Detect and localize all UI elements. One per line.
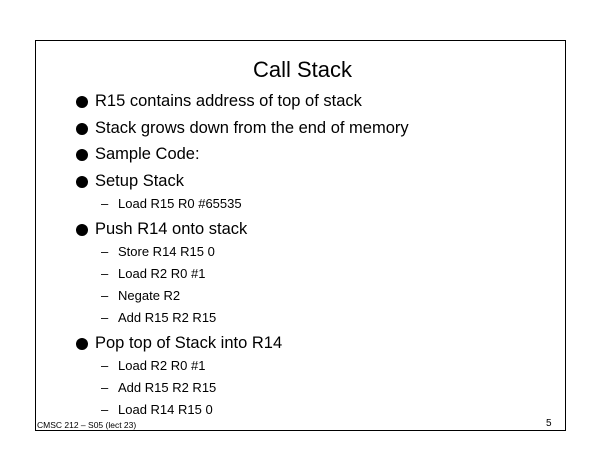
dash-icon: – xyxy=(101,196,109,211)
bullet-text: Stack grows down from the end of memory xyxy=(95,119,409,137)
bullet-text: Push R14 onto stack xyxy=(95,220,248,238)
dash-icon: – xyxy=(101,380,109,395)
bullet-text: Setup Stack xyxy=(95,172,184,190)
bullet-dot-icon xyxy=(76,96,88,108)
dash-icon: – xyxy=(101,244,109,259)
code-line: Add R15 R2 R15 xyxy=(118,310,217,325)
bullet-text: Sample Code: xyxy=(95,145,200,163)
code-line: Load R2 R0 #1 xyxy=(118,266,206,281)
slide-frame xyxy=(35,40,566,431)
code-line: Add R15 R2 R15 xyxy=(118,380,217,395)
bullet-text: Pop top of Stack into R14 xyxy=(95,334,283,352)
code-line: Load R14 R15 0 xyxy=(118,402,213,417)
bullet-dot-icon xyxy=(76,149,88,161)
dash-icon: – xyxy=(101,402,109,417)
dash-icon: – xyxy=(101,358,109,373)
dash-icon: – xyxy=(101,310,109,325)
dash-icon: – xyxy=(101,288,109,303)
bullet-text: R15 contains address of top of stack xyxy=(95,92,362,110)
bullet-dot-icon xyxy=(76,224,88,236)
code-line: Load R15 R0 #65535 xyxy=(118,196,242,211)
bullet-dot-icon xyxy=(76,123,88,135)
bullet-dot-icon xyxy=(76,176,88,188)
dash-icon: – xyxy=(101,266,109,281)
code-line: Store R14 R15 0 xyxy=(118,244,215,259)
bullet-dot-icon xyxy=(76,338,88,350)
slide-title: Call Stack xyxy=(252,57,353,82)
code-line: Load R2 R0 #1 xyxy=(118,358,206,373)
code-line: Negate R2 xyxy=(118,288,181,303)
footer-course-label: CMSC 212 – S05 (lect 23) xyxy=(37,420,137,430)
page-number: 5 xyxy=(546,418,552,429)
